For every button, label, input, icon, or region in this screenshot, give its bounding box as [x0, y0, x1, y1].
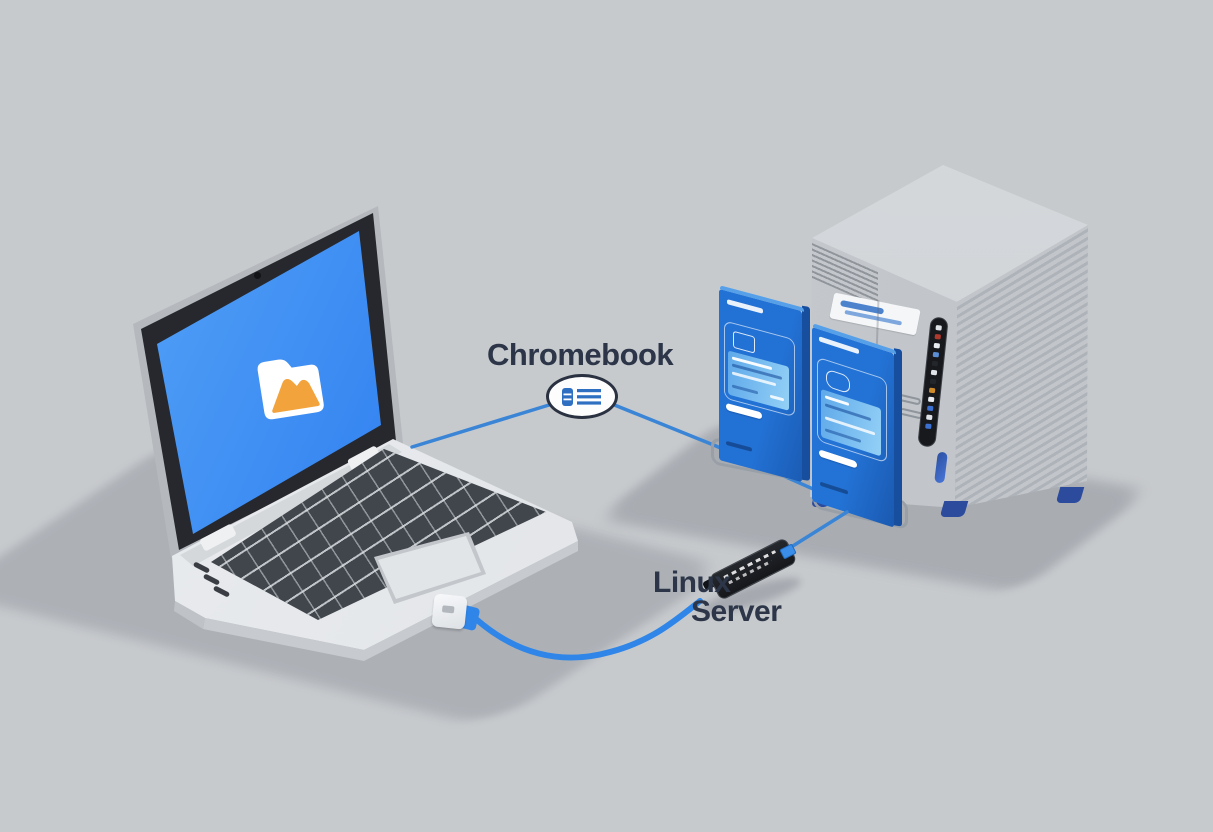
- line-laptop-to-node: [410, 403, 551, 449]
- file-transfer-icon: [562, 387, 601, 406]
- usb-plug-port: [441, 605, 455, 614]
- usb-cable: [473, 598, 703, 661]
- usb-plug: [431, 593, 468, 630]
- chromebook-label: Chromebook: [487, 337, 674, 372]
- line-cards-to-dongle: [786, 510, 849, 551]
- linux-label-line2: Server: [691, 595, 782, 628]
- folder-image-icon: [241, 344, 340, 435]
- file-transfer-node: [546, 374, 618, 419]
- linux-label-line1: Linux: [653, 566, 731, 599]
- webcam-dot: [254, 272, 261, 279]
